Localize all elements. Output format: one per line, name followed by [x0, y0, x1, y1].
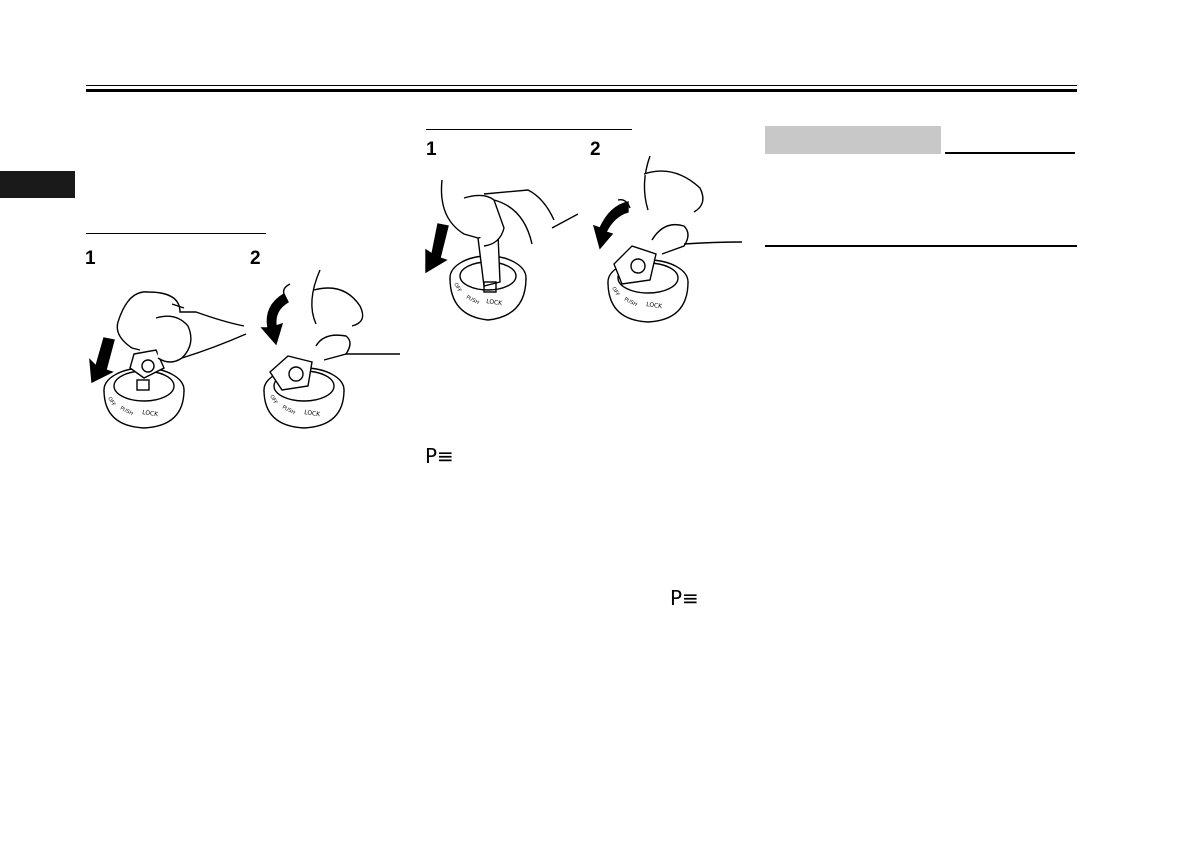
- figure-middle-step-1: 1: [426, 139, 437, 160]
- warning-heading-box: [765, 126, 941, 154]
- dial-label-off: OFF: [268, 394, 278, 405]
- figure-middle-turn-illustration: LOCK PUSH OFF: [588, 154, 744, 326]
- dial-label-lock: LOCK: [142, 409, 160, 418]
- chapter-tab: [0, 171, 75, 198]
- figure-left-step-2: 2: [250, 248, 261, 269]
- dial-label-lock: LOCK: [646, 301, 664, 310]
- dial-label-push: PUSH: [623, 296, 638, 308]
- header-rule-thin: [86, 85, 1077, 86]
- dial-label-off: OFF: [452, 282, 462, 293]
- dial-label-off: OFF: [610, 286, 620, 297]
- warning-heading-rule: [945, 152, 1075, 154]
- figure-left-turn-illustration: LOCK PUSH OFF: [254, 262, 404, 434]
- dial-label-push: PUSH: [119, 405, 134, 417]
- figure-middle-push-illustration: LOCK PUSH OFF: [424, 158, 584, 326]
- down-arrow-icon: [425, 223, 449, 274]
- figure-middle-top-rule: [426, 129, 632, 130]
- dial-label-lock: LOCK: [486, 298, 504, 307]
- down-arrow-icon: [89, 337, 115, 384]
- curved-arrow-icon: [592, 201, 629, 250]
- dial-label-push: PUSH: [465, 294, 480, 306]
- warning-bottom-rule: [765, 245, 1077, 247]
- figure-middle-step-2: 2: [590, 139, 601, 160]
- figure-left-step-1: 1: [85, 248, 96, 269]
- dial-label-push: PUSH: [281, 404, 296, 416]
- header-rule-thick: [86, 89, 1077, 92]
- parking-light-icon: P≡: [425, 444, 454, 468]
- dial-label-off: OFF: [106, 396, 116, 407]
- dial-label-lock: LOCK: [304, 409, 322, 418]
- figure-left-top-rule: [86, 233, 266, 234]
- parking-light-icon-2: P≡: [670, 586, 699, 610]
- curved-arrow-icon: [260, 293, 289, 346]
- figure-left-push-illustration: LOCK PUSH OFF: [84, 262, 264, 434]
